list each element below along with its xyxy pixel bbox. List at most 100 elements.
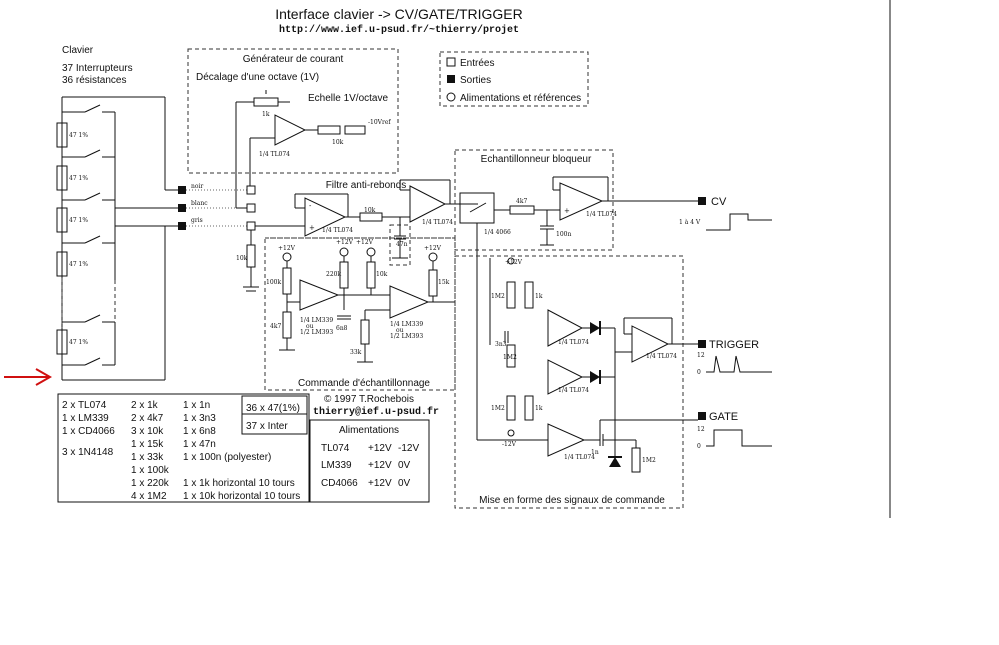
resistor-4k7 — [282, 311, 292, 339]
sh-opamp — [559, 182, 604, 221]
key-resistor — [56, 251, 68, 277]
scale-label: Echelle 1V/octave — [308, 93, 388, 104]
cv-waveform — [706, 213, 772, 231]
input-terminal — [246, 203, 256, 213]
key-switch — [62, 192, 115, 201]
sample-hold-box — [454, 149, 614, 251]
key-switch — [62, 357, 115, 366]
bom-box — [57, 393, 310, 503]
svg-text:47 1%: 47 1% — [69, 217, 88, 224]
resistor-10k — [366, 261, 376, 289]
svg-text:+12V: +12V — [424, 245, 442, 252]
bom-item: 2 x 4k7 — [131, 413, 164, 424]
gate-opamp — [547, 423, 586, 457]
key-switch — [62, 314, 115, 323]
filter-title: Filtre anti-rebonds — [326, 180, 407, 191]
bom-item: 1 x LM339 — [62, 413, 109, 424]
bom-item: 2 x 1k — [131, 400, 159, 411]
keyboard-title: Clavier — [62, 45, 94, 56]
supply-neg: 0V — [398, 460, 411, 471]
supply-pos: +12V — [368, 478, 392, 489]
svg-text:-: - — [309, 202, 312, 210]
svg-text:0: 0 — [697, 443, 701, 450]
diode — [590, 371, 600, 383]
bom-item: 1 x 1n — [183, 400, 210, 411]
reference-label: -10Vref — [368, 119, 391, 126]
gate-waveform — [706, 429, 772, 447]
legend-supply-swatch — [446, 92, 456, 102]
svg-text:+12V: +12V — [278, 245, 296, 252]
cv-label: CV — [711, 196, 727, 208]
legend-inputs: Entrées — [460, 58, 494, 69]
comparator-1 — [299, 279, 340, 311]
input-resistor — [246, 244, 256, 268]
trigger-buffer-opamp — [631, 325, 670, 363]
shaping-resistor-1k — [524, 281, 534, 309]
svg-text:+12V: +12V — [505, 259, 523, 266]
supply-part: TL074 — [321, 443, 350, 454]
bom-item: 1 x 33k — [131, 452, 164, 463]
supply-pin — [282, 252, 292, 262]
wire-label-blanc: blanc — [191, 200, 208, 207]
svg-text:47 1%: 47 1% — [69, 339, 88, 346]
svg-text:1M2: 1M2 — [503, 354, 517, 361]
svg-text:100n: 100n — [556, 231, 571, 238]
svg-text:1k: 1k — [535, 405, 543, 412]
svg-text:15k: 15k — [438, 279, 450, 286]
svg-text:1/4 TL074: 1/4 TL074 — [558, 387, 589, 394]
supply-pos: +12V — [368, 460, 392, 471]
legend-input-swatch — [446, 57, 456, 67]
bom-key-resistors: 36 x 47(1%) — [246, 403, 300, 414]
svg-text:1/4 TL074: 1/4 TL074 — [259, 151, 290, 158]
resistor-220k — [339, 261, 349, 289]
keyboard-section: Clavier 37 Interrupteurs 36 résistances … — [56, 45, 247, 381]
svg-text:1M2: 1M2 — [491, 293, 505, 300]
legend-supplies: Alimentations et références — [460, 93, 581, 104]
gate-terminal — [698, 412, 706, 420]
svg-text:10k: 10k — [376, 271, 388, 278]
keyboard-resistor-count: 36 résistances — [62, 75, 126, 86]
diagram-title: Interface clavier -> CV/GATE/TRIGGER — [275, 6, 523, 22]
resistor-33k — [360, 319, 370, 345]
svg-text:1k: 1k — [262, 111, 270, 118]
supply-neg: 0V — [398, 478, 411, 489]
key-switch — [62, 235, 115, 244]
bom-item: 3 x 1N4148 — [62, 447, 114, 458]
svg-text:1/4 LM339: 1/4 LM339 — [300, 317, 333, 324]
resistor-100k — [282, 267, 292, 295]
current-generator-box — [187, 48, 399, 174]
bom-item: 1 x 220k — [131, 478, 170, 489]
bom-item: 1 x 3n3 — [183, 413, 216, 424]
bom-key-switches: 37 x Inter — [246, 421, 288, 432]
output-terminal — [178, 222, 186, 230]
resistor-15k — [428, 269, 438, 297]
bom-item: 1 x CD4066 — [62, 426, 115, 437]
sampling-control-section: Commande d'échantillonnage +12V 100k 4k7… — [264, 237, 456, 391]
shaping-box — [454, 255, 684, 509]
svg-text:+: + — [564, 207, 570, 215]
svg-text:ou: ou — [306, 323, 314, 330]
input-terminal — [246, 185, 256, 195]
input-terminal — [246, 221, 256, 231]
output-terminal — [178, 204, 186, 212]
key-resistor — [56, 165, 68, 191]
cv-range-label: 1 à 4 V — [679, 219, 701, 226]
svg-text:ou: ou — [396, 327, 404, 334]
supply-neg: -12V — [398, 443, 419, 454]
svg-text:4k7: 4k7 — [270, 323, 281, 330]
keyboard-switch-count: 37 Interrupteurs — [62, 63, 133, 74]
sample-hold-section: Echantillonneur bloqueur 1/4 4066 4k7 10… — [454, 149, 698, 258]
svg-text:1/4 TL074: 1/4 TL074 — [322, 227, 353, 234]
svg-text:1/4 4066: 1/4 4066 — [484, 229, 511, 236]
bom-item: 2 x TL074 — [62, 400, 107, 411]
bom-item: 1 x 47n — [183, 439, 216, 450]
svg-text:1M2: 1M2 — [642, 457, 656, 464]
shaping-opamp-1 — [547, 309, 584, 347]
current-generator-title: Générateur de courant — [243, 54, 344, 65]
copyright: © 1997 T.Rochebois — [324, 394, 414, 405]
diode — [590, 322, 600, 334]
octave-offset-label: Décalage d'une octave (1V) — [196, 72, 319, 83]
svg-text:+12V: +12V — [356, 239, 374, 246]
svg-text:12: 12 — [697, 352, 705, 359]
